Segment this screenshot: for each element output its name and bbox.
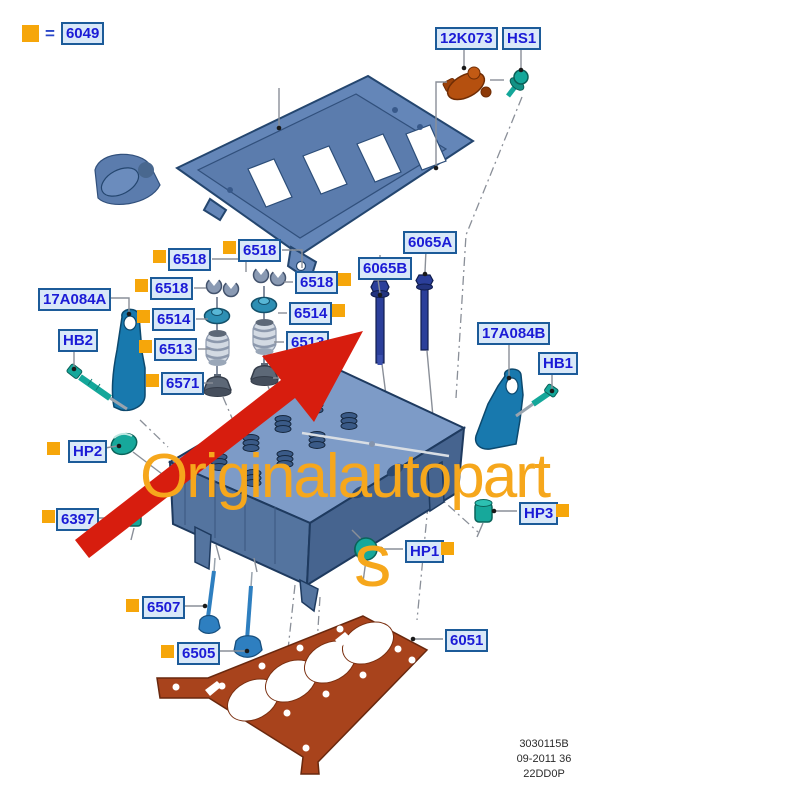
lifting-bracket-17a084b xyxy=(474,368,524,450)
kit-marker-square xyxy=(126,599,139,612)
part-label-6507[interactable]: 6507 xyxy=(142,596,186,619)
kit-marker-square xyxy=(161,645,174,658)
kit-marker-square xyxy=(47,442,60,455)
kit-marker-square xyxy=(153,250,166,263)
part-label-17a084b[interactable]: 17A084B xyxy=(477,322,551,345)
exhaust-valve-6507 xyxy=(198,544,221,635)
part-label-hb1[interactable]: HB1 xyxy=(538,352,579,375)
legend-equals-sign: = xyxy=(45,23,55,43)
part-label-6397[interactable]: 6397 xyxy=(56,508,100,531)
part-label-6518[interactable]: 6518 xyxy=(295,271,339,294)
head-gasket xyxy=(156,615,429,775)
part-label-hs1[interactable]: HS1 xyxy=(502,27,542,50)
part-label-6065b[interactable]: 6065B xyxy=(358,257,413,280)
kit-marker-square xyxy=(556,504,569,517)
part-label-hp2[interactable]: HP2 xyxy=(68,440,108,463)
part-label-6518[interactable]: 6518 xyxy=(150,277,194,300)
sealing-plug-hp3 xyxy=(474,499,493,538)
leader-dots xyxy=(71,65,555,654)
drawing-number: 3030115B xyxy=(519,738,569,750)
camshaft-carrier xyxy=(94,74,475,283)
part-label-6513[interactable]: 6513 xyxy=(154,338,198,361)
sealing-cap-hp2 xyxy=(110,432,171,481)
part-label-6505[interactable]: 6505 xyxy=(177,642,221,665)
kit-marker-square xyxy=(139,340,152,353)
part-label-6518[interactable]: 6518 xyxy=(238,239,282,262)
part-label-6049[interactable]: 6049 xyxy=(60,22,105,45)
kit-marker-square xyxy=(223,241,236,254)
sensor-bolt-hs1 xyxy=(506,69,529,98)
part-label-6065a[interactable]: 6065A xyxy=(403,231,458,254)
sealing-plug-hp1 xyxy=(351,529,378,583)
kit-marker-square xyxy=(137,310,150,323)
part-label-6514[interactable]: 6514 xyxy=(289,302,333,325)
drawing-date: 09-2011 36 xyxy=(516,753,572,765)
kit-marker-square xyxy=(441,542,454,555)
legend-marker-square xyxy=(22,25,39,42)
camshaft-sensor xyxy=(442,66,492,101)
part-label-6571[interactable]: 6571 xyxy=(161,372,205,395)
legend: = 6049 xyxy=(22,22,105,45)
bracket-bolt-hb2 xyxy=(66,363,128,411)
drawing-reference-block: 3030115B 09-2011 36 22DD0P xyxy=(492,737,596,782)
head-bolt-6065a xyxy=(415,249,434,418)
kit-marker-square xyxy=(42,510,55,523)
drawing-code: 22DD0P xyxy=(523,768,565,780)
kit-marker-square xyxy=(338,273,351,286)
lifting-bracket-17a084a xyxy=(111,308,146,412)
cylinder-head xyxy=(167,365,467,613)
part-label-hb2[interactable]: HB2 xyxy=(58,329,99,352)
part-label-6518[interactable]: 6518 xyxy=(168,248,212,271)
part-label-6051[interactable]: 6051 xyxy=(445,629,489,652)
part-label-12k073[interactable]: 12K073 xyxy=(435,27,498,50)
pointer-arrow xyxy=(75,331,363,558)
kit-marker-square xyxy=(135,279,148,292)
part-label-6514[interactable]: 6514 xyxy=(152,308,196,331)
part-label-17a084a[interactable]: 17A084A xyxy=(38,288,112,311)
kit-marker-square xyxy=(146,374,159,387)
intake-valve-6505 xyxy=(233,557,263,658)
kit-marker-square xyxy=(332,304,345,317)
